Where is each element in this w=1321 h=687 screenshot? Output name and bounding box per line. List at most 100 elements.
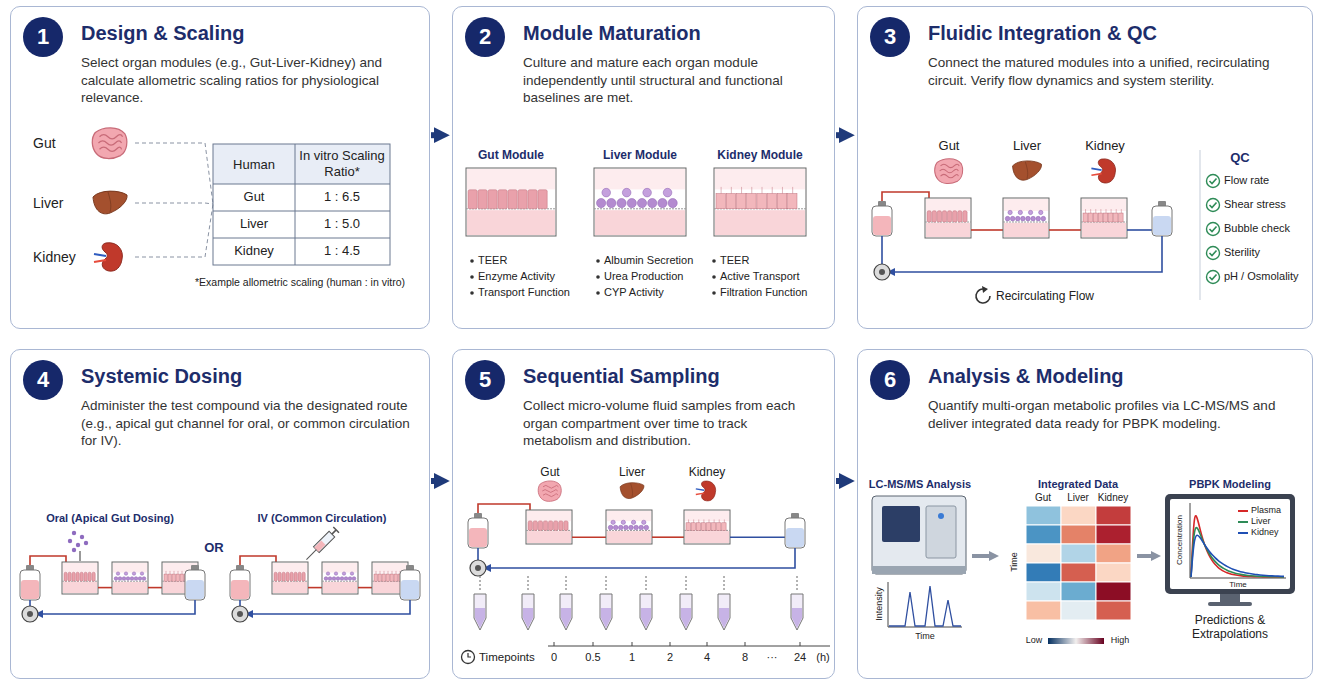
apical-media	[467, 169, 555, 189]
tubule-cell	[706, 523, 710, 531]
diagram-label: 1	[629, 651, 635, 664]
step-number: 6	[884, 369, 896, 391]
peristaltic-pump	[22, 606, 38, 622]
diagram-label: Gut	[540, 465, 559, 479]
cilium	[388, 571, 389, 574]
table-frame	[213, 144, 390, 265]
well-outline	[684, 510, 730, 544]
check-circle	[1207, 271, 1220, 284]
artery	[1091, 174, 1101, 176]
tubule-cell	[736, 194, 745, 209]
epithelial-cell	[538, 521, 542, 531]
liver-shape	[93, 191, 127, 214]
hepatocyte	[639, 525, 644, 530]
diagram-label: High	[1111, 635, 1130, 646]
epithelial-cell	[947, 211, 951, 222]
gut-folds	[98, 135, 122, 152]
bullet-dot	[596, 291, 600, 295]
time-tick	[707, 642, 708, 646]
tubule-cell	[691, 523, 695, 531]
dashed-leader	[135, 204, 213, 257]
cilium	[1100, 209, 1101, 213]
heatmap-cell	[1061, 582, 1096, 601]
apical-media	[926, 199, 970, 211]
step-panel: Module MaturationCulture and mature each…	[452, 6, 835, 329]
hepatocyte	[637, 198, 646, 207]
hepatocyte	[1015, 216, 1020, 221]
hepatocyte	[114, 577, 118, 581]
diagram-label: Time	[915, 631, 935, 642]
supply-line	[478, 504, 530, 516]
liver-icon	[620, 483, 644, 499]
pump-line	[881, 236, 883, 264]
sampling-leader	[566, 576, 567, 592]
hepatocyte	[130, 577, 134, 581]
pump-body	[874, 264, 890, 280]
diagram-label: Kidney	[689, 465, 726, 479]
liver-shape	[1013, 161, 1042, 180]
bottle-fluid	[1153, 216, 1171, 235]
flow-line	[572, 536, 606, 538]
return-line	[39, 600, 195, 614]
apical-media	[113, 563, 147, 573]
supply-line	[30, 556, 66, 568]
epithelial-cell	[72, 572, 75, 581]
diagram-label: Liver	[1067, 492, 1089, 504]
legend-line	[1238, 521, 1248, 523]
liver-well	[322, 562, 358, 594]
legend-label: Plasma	[1251, 505, 1281, 516]
epithelial-cell	[302, 572, 305, 581]
epithelial-cell	[953, 211, 957, 222]
check-mark	[1210, 251, 1217, 256]
gut-well	[466, 168, 556, 236]
check-mark	[1210, 275, 1217, 280]
apical-media	[595, 169, 685, 189]
apical-media	[527, 511, 571, 521]
diagram-label: PBPK Modeling	[1189, 478, 1271, 491]
step-description: Connect the matured modules into a unifi…	[928, 54, 1294, 89]
kidney-icon	[94, 243, 122, 271]
recirculation-head	[982, 286, 988, 293]
time-tick	[632, 642, 633, 646]
hepatocyte	[607, 198, 616, 207]
diagram-label: Intensity	[874, 587, 885, 621]
monitor-screen	[1170, 499, 1290, 589]
reservoir-bottle	[230, 565, 250, 600]
epithelial-cell	[286, 572, 289, 581]
step-number-badge: 2	[465, 17, 505, 57]
sample-fluid	[601, 608, 611, 628]
supply-line	[882, 192, 929, 204]
well-outline	[594, 168, 686, 236]
diagram-label: Kidney	[1098, 492, 1129, 504]
diagram-label: Liver	[619, 465, 645, 479]
reservoir-bottle	[785, 513, 805, 548]
gut-shape	[92, 128, 127, 159]
heatmap-cell	[1096, 525, 1131, 544]
time-tick	[554, 642, 555, 646]
hepatocyte	[629, 525, 634, 530]
artery	[94, 260, 106, 262]
epithelial-cell	[68, 572, 71, 581]
flow-line	[971, 229, 1003, 231]
tubule-cell	[1098, 213, 1102, 222]
epithelial-cell	[298, 572, 301, 581]
reservoir-bottle	[185, 565, 205, 600]
diagram-label: pH / Osmolality	[1224, 270, 1299, 283]
time-tick	[745, 642, 746, 646]
liver-well	[606, 510, 652, 544]
cilium	[1121, 209, 1122, 213]
sample-tube	[600, 594, 612, 630]
sampling-leader	[724, 576, 725, 592]
cilium	[396, 571, 397, 574]
artery	[696, 493, 704, 494]
cilium	[719, 519, 720, 522]
pump-line	[29, 600, 31, 606]
hepatocyte	[1039, 210, 1043, 214]
basal-media	[527, 531, 571, 543]
hepatocyte	[324, 577, 328, 581]
time-tick	[800, 642, 801, 646]
heatmap	[1026, 506, 1131, 620]
epithelial-cell	[942, 211, 946, 222]
diagram-label: Kidney	[33, 249, 76, 266]
